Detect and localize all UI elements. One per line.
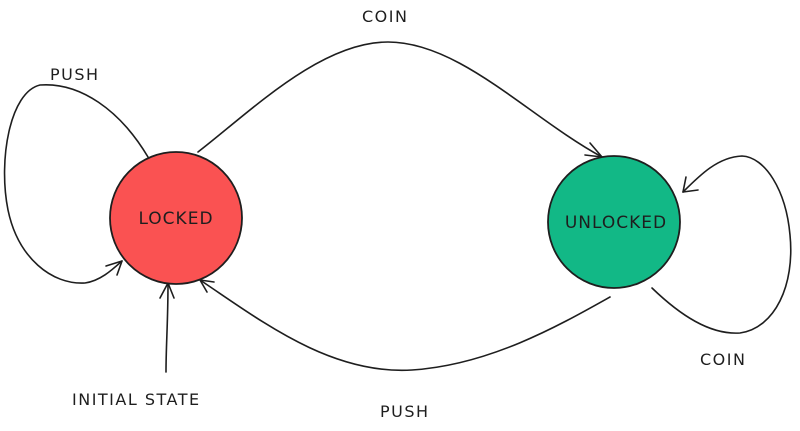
initial-state-arrowhead <box>159 282 175 299</box>
state-locked-label: LOCKED <box>138 209 213 229</box>
state-unlocked[interactable]: UNLOCKED <box>547 155 681 289</box>
state-locked[interactable]: LOCKED <box>109 151 243 285</box>
edge-locked-self-loop: PUSH <box>3 65 149 284</box>
edge-locked-to-unlocked-label: COIN <box>362 7 408 26</box>
edge-unlocked-to-locked-label: PUSH <box>380 402 430 421</box>
initial-state-marker: INITIAL STATE <box>72 282 201 409</box>
edge-locked-to-unlocked-arrowhead <box>584 142 603 158</box>
edge-locked-to-unlocked: COIN <box>197 7 603 158</box>
initial-state-label: INITIAL STATE <box>72 390 201 409</box>
state-locked-circle <box>109 151 243 285</box>
edge-unlocked-to-locked-path <box>199 279 611 372</box>
edge-locked-to-unlocked-path <box>197 41 603 158</box>
edge-locked-self-loop-label: PUSH <box>50 65 100 84</box>
edge-unlocked-self-loop-label: COIN <box>700 350 746 369</box>
state-unlocked-label: UNLOCKED <box>565 213 667 233</box>
edge-unlocked-self-loop: COIN <box>651 155 792 369</box>
initial-state-arrow-path <box>165 282 169 373</box>
edge-unlocked-self-loop-path <box>651 155 792 334</box>
edge-unlocked-to-locked: PUSH <box>199 279 611 421</box>
edge-locked-self-loop-arrowhead <box>105 260 123 276</box>
state-unlocked-circle <box>547 155 681 289</box>
edge-unlocked-self-loop-arrowhead <box>682 176 699 193</box>
edge-locked-self-loop-path <box>3 84 149 284</box>
